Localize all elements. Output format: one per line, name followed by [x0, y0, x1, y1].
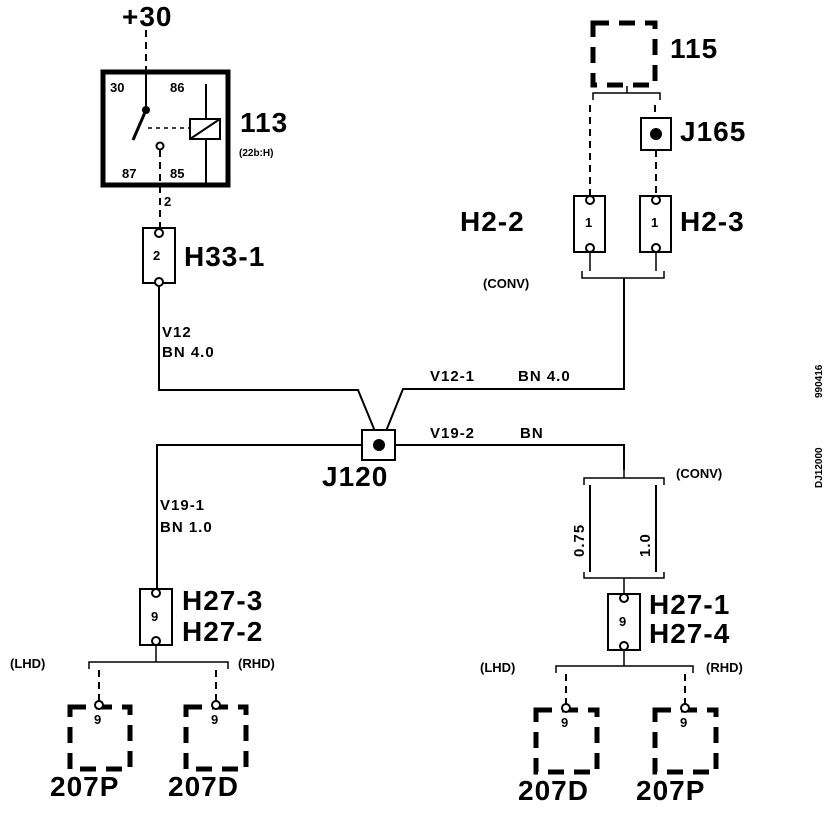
variant-bracket-115 — [592, 92, 661, 100]
component-right-207p: 9 — [652, 703, 719, 775]
relay-contact-87 — [155, 141, 165, 151]
connector-pin — [154, 228, 164, 238]
variant-bracket-gauge — [583, 572, 665, 579]
component-left-207d: 9 — [183, 700, 249, 772]
supply-label: +30 — [122, 1, 173, 32]
relay-output-pin: 2 — [164, 194, 171, 209]
splice-j120-body — [361, 429, 396, 461]
connector-h27-right: 9 — [607, 593, 641, 651]
connector-pin — [211, 700, 221, 710]
splice-j120-node — [373, 439, 385, 451]
component-right-207p-label: 207P — [636, 775, 705, 806]
connector-pin — [651, 195, 661, 205]
connector-pin — [151, 636, 161, 646]
connector-h2-3-label: H2-3 — [680, 206, 745, 237]
connector-pin — [619, 641, 629, 651]
wire-gauge-b-label: 1.0 — [637, 533, 654, 557]
component-left-207d-pin: 9 — [211, 712, 218, 727]
variant-bracket-conv-right — [583, 477, 665, 485]
wire-v19-2 — [395, 444, 625, 470]
splice-j165-label: J165 — [680, 116, 746, 147]
variant-bracket-left — [88, 661, 229, 669]
connector-pin — [94, 700, 104, 710]
variant-bracket-conv-top — [581, 271, 665, 279]
connector-pin — [651, 243, 661, 253]
connector-h33-1-pin: 2 — [153, 248, 160, 263]
wire-v12-spec: BN 4.0 — [162, 344, 215, 361]
connector-h27-right-pin: 9 — [619, 614, 626, 629]
variant-conv-right: (CONV) — [676, 466, 722, 481]
splice-j120-label: J120 — [322, 461, 388, 492]
connector-pin — [680, 703, 690, 713]
wire-v19-1 — [156, 444, 362, 592]
splice-j120 — [361, 429, 396, 461]
variant-rhd-left: (RHD) — [238, 656, 275, 671]
connector-h27-right-label-top: H27-1 — [649, 589, 730, 620]
wire-v19-1-name: V19-1 — [160, 497, 205, 514]
connector-h27-left-label-top: H27-3 — [182, 585, 263, 616]
variant-rhd-right: (RHD) — [706, 660, 743, 675]
relay-label: 113 — [240, 107, 288, 138]
connector-h27-left-pin: 9 — [151, 609, 158, 624]
component-115-label: 115 — [670, 33, 718, 64]
wire-gauge-a-label: 0.75 — [571, 524, 588, 557]
relay-terminal-30: 30 — [110, 80, 124, 95]
connector-pin — [585, 195, 595, 205]
component-right-207p-pin: 9 — [680, 715, 687, 730]
wire-v12-1-spec: BN 4.0 — [518, 368, 571, 385]
variant-lhd-right: (LHD) — [480, 660, 515, 675]
connector-h27-left-label-bottom: H27-2 — [182, 616, 263, 647]
component-left-207d-label: 207D — [168, 771, 239, 802]
connector-h27-right-body — [607, 593, 641, 651]
wire-v12 — [158, 286, 380, 442]
wire-v12-1 — [381, 278, 625, 442]
connector-pin — [619, 593, 629, 603]
relay-coil-slash — [189, 118, 221, 140]
component-right-207d-pin: 9 — [561, 715, 568, 730]
connector-pin — [154, 277, 164, 287]
connector-h27-left: 9 — [139, 588, 173, 646]
relay-terminal-87: 87 — [122, 166, 136, 181]
connector-h2-2: 1 — [573, 195, 606, 253]
splice-j165 — [640, 117, 672, 151]
wire-v19-2-name: V19-2 — [430, 425, 475, 442]
connector-h27-right-label-bottom: H27-4 — [649, 618, 730, 649]
relay-113: 30 86 87 85 — [100, 69, 231, 188]
connector-pin — [561, 703, 571, 713]
relay-switch-arm — [131, 109, 148, 141]
relay-reference: (22b:H) — [239, 148, 273, 159]
connector-h33-1-label: H33-1 — [184, 241, 265, 272]
margin-date-code: 990416 — [814, 364, 825, 398]
component-left-207p-pin: 9 — [94, 712, 101, 727]
wire-v12-name: V12 — [162, 324, 192, 341]
component-115 — [590, 20, 658, 88]
splice-j165-node — [650, 128, 662, 140]
connector-h2-2-label: H2-2 — [460, 206, 525, 237]
connector-h33-1: 2 — [142, 227, 176, 287]
connector-pin — [151, 588, 161, 598]
variant-lhd-left: (LHD) — [10, 656, 45, 671]
wire-v19-1-spec: BN 1.0 — [160, 519, 213, 536]
component-right-207d-label: 207D — [518, 775, 589, 806]
margin-drawing-code: DJ12000 — [814, 447, 825, 488]
relay-terminal-86: 86 — [170, 80, 184, 95]
variant-bracket-right — [555, 665, 694, 673]
connector-pin — [585, 243, 595, 253]
wire-v19-2-spec: BN — [520, 425, 544, 442]
connector-h2-3-pin: 1 — [651, 215, 658, 230]
component-left-207p-label: 207P — [50, 771, 119, 802]
wire-v12-1-name: V12-1 — [430, 368, 475, 385]
relay-housing — [100, 69, 231, 188]
component-left-207p: 9 — [67, 700, 133, 772]
variant-conv-top: (CONV) — [483, 276, 529, 291]
connector-h2-3: 1 — [639, 195, 672, 253]
relay-terminal-85: 85 — [170, 166, 184, 181]
connector-h2-2-pin: 1 — [585, 215, 592, 230]
component-right-207d: 9 — [533, 703, 600, 775]
